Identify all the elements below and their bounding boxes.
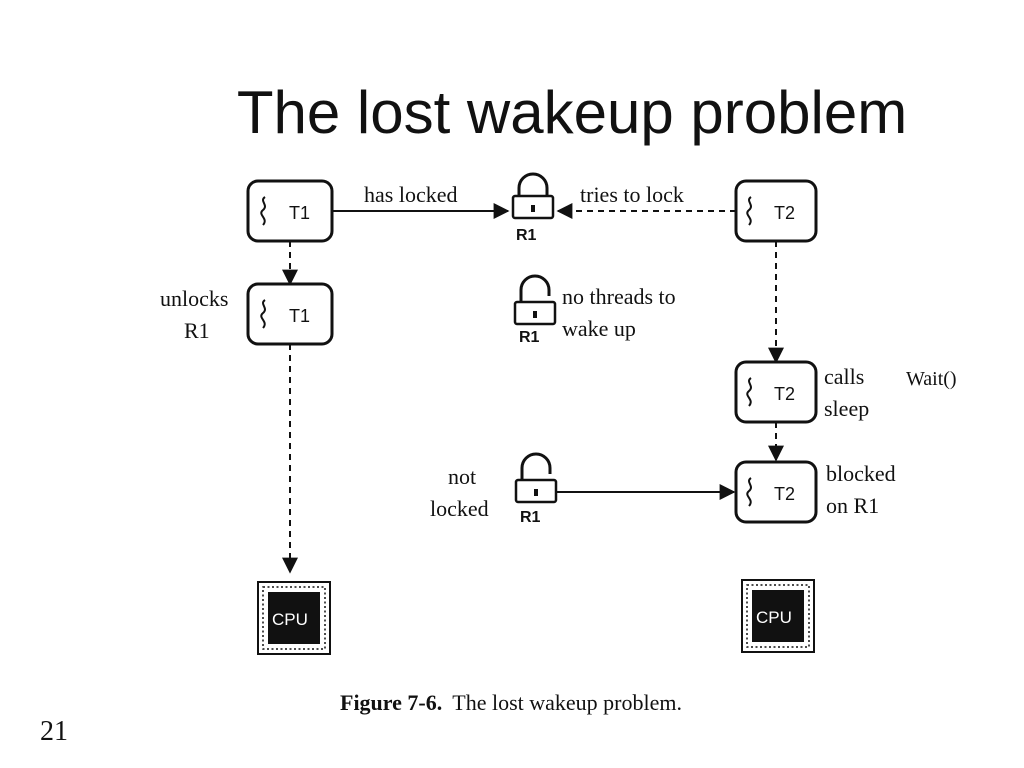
- figure-caption-text: The lost wakeup problem.: [452, 690, 682, 715]
- thread-label: T2: [774, 384, 795, 404]
- lock-label: R1: [519, 329, 540, 346]
- thread-label: T2: [774, 203, 795, 223]
- cpu-label: CPU: [272, 610, 308, 629]
- no-threads-label: no threads to: [562, 284, 676, 309]
- unlocks-label: unlocks: [160, 286, 228, 311]
- thread-label: T1: [289, 306, 310, 326]
- thread-t1-unlocks: T1: [246, 282, 334, 346]
- wait-annotation: Wait(): [906, 368, 957, 390]
- has-locked-label: has locked: [364, 182, 457, 207]
- cpu-left-icon: CPU: [257, 581, 331, 655]
- figure-caption-prefix: Figure 7-6.: [340, 690, 442, 715]
- on-r1-label: on R1: [826, 493, 879, 518]
- blocked-label: blocked: [826, 461, 896, 486]
- thread-t1-top: T1: [246, 179, 334, 243]
- page-number: 21: [40, 716, 68, 747]
- cpu-right-icon: CPU: [741, 579, 815, 653]
- calls-label: calls: [824, 364, 864, 389]
- figure-caption: Figure 7-6. The lost wakeup problem.: [340, 690, 682, 715]
- not-label: not: [448, 464, 476, 489]
- wake-up-label: wake up: [562, 316, 636, 341]
- cpu-label: CPU: [756, 608, 792, 627]
- locked-label: locked: [430, 496, 489, 521]
- unlocks-r1-label: R1: [184, 318, 210, 343]
- thread-t2-blocked: T2: [734, 460, 818, 524]
- slide-title: The lost wakeup problem: [236, 79, 908, 146]
- figure-panel: T1 has locked R1 tries to lock T2 T1: [146, 160, 930, 738]
- thread-label: T1: [289, 203, 310, 223]
- lock-label: R1: [520, 509, 541, 526]
- lock-r1-open-icon: R1: [513, 274, 557, 346]
- thread-label: T2: [774, 484, 795, 504]
- lock-r1-not-locked-icon: R1: [514, 452, 558, 526]
- lost-wakeup-diagram: T1 has locked R1 tries to lock T2 T1: [160, 172, 896, 715]
- thread-t2-sleep: T2: [734, 360, 818, 424]
- sleep-label: sleep: [824, 396, 869, 421]
- tries-to-lock-label: tries to lock: [580, 182, 684, 207]
- thread-t2-top: T2: [734, 179, 818, 243]
- lock-r1-locked-icon: R1: [511, 172, 555, 244]
- lock-label: R1: [516, 227, 537, 244]
